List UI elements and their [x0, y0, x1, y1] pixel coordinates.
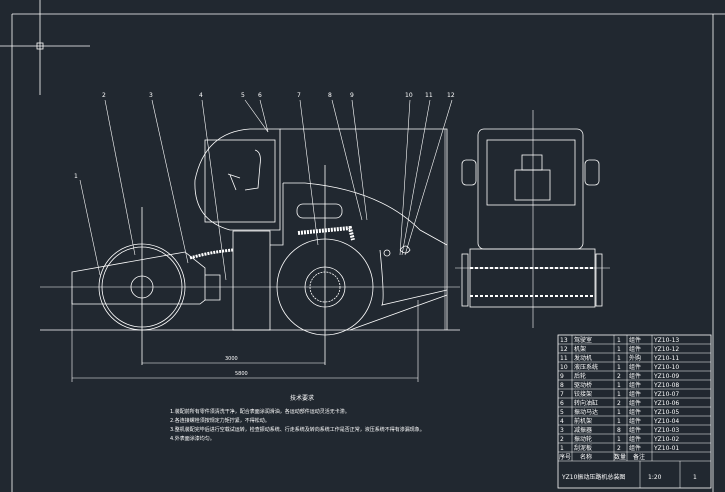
table-cell: 组件: [629, 417, 641, 425]
table-cell: 1: [617, 409, 621, 416]
drawing-frame: [11, 13, 725, 492]
table-cell: 组件: [629, 381, 641, 389]
table-cell: 1: [617, 337, 621, 344]
part-label: 7: [297, 92, 301, 99]
table-cell: 10: [560, 364, 568, 371]
table-cell: 后轮: [574, 372, 586, 380]
table-cell: 组件: [629, 345, 641, 353]
table-cell: 机架: [574, 345, 586, 353]
part-label: 9: [350, 92, 354, 99]
table-cell: 外购: [629, 354, 641, 362]
table-cell: 6: [560, 400, 564, 407]
table-cell: 12: [560, 346, 568, 353]
table-cell: 1: [617, 364, 621, 371]
table-cell: 2: [617, 373, 621, 380]
wheelbase-dimension: 3000: [225, 356, 238, 362]
overall-length-dimension: 5800: [235, 371, 248, 377]
table-cell: YZ10-08: [653, 382, 679, 389]
table-cell: 刮泥板: [574, 444, 592, 452]
table-cell: 8: [560, 382, 564, 389]
table-cell: 11: [560, 355, 568, 362]
title-block-frame: [557, 334, 712, 489]
table-cell: 振动马达: [574, 408, 598, 416]
table-header: 名称: [580, 453, 592, 461]
table-cell: 组件: [629, 426, 641, 434]
part-label: 8: [328, 92, 332, 99]
table-cell: 1: [617, 436, 621, 443]
table-cell: 转向油缸: [574, 399, 598, 407]
table-cell: YZ10-10: [653, 364, 679, 371]
part-label: 1: [74, 173, 78, 180]
table-cell: 2: [617, 400, 621, 407]
table-cell: 组件: [629, 399, 641, 407]
sheet-value: 1: [693, 474, 697, 481]
table-cell: 2: [560, 436, 564, 443]
table-header: 数量: [614, 453, 626, 461]
table-cell: 5: [560, 409, 564, 416]
part-label: 3: [149, 92, 153, 99]
table-cell: 4: [560, 418, 564, 425]
table-header: 备注: [633, 453, 645, 461]
table-cell: YZ10-04: [653, 418, 679, 425]
table-cell: 组件: [629, 435, 641, 443]
part-label: 10: [405, 92, 413, 99]
table-cell: 组件: [629, 336, 641, 344]
table-cell: 1: [617, 355, 621, 362]
dimension-lines: [71, 129, 446, 382]
table-cell: YZ10-01: [653, 445, 679, 452]
table-cell: 2: [617, 445, 621, 452]
table-cell: YZ10-12: [653, 346, 679, 353]
table-cell: 3: [560, 427, 564, 434]
table-cell: 组件: [629, 444, 641, 452]
table-cell: 发动机: [574, 354, 592, 362]
part-label: 6: [258, 92, 262, 99]
table-cell: 液压系统: [574, 363, 598, 371]
table-cell: 组件: [629, 408, 641, 416]
part-callouts: [79, 99, 453, 281]
table-cell: YZ10-02: [653, 436, 679, 443]
table-cell: YZ10-06: [653, 400, 679, 407]
table-header: 序号: [559, 453, 571, 461]
part-label: 2: [102, 92, 106, 99]
table-cell: YZ10-05: [653, 409, 679, 416]
table-cell: 1: [617, 382, 621, 389]
table-cell: 7: [560, 391, 564, 398]
part-label: 11: [425, 92, 433, 99]
table-cell: YZ10-07: [653, 391, 679, 398]
note-line: 1.装配前所有零件须清洗干净，配合表面涂润滑油，各运动部件运动灵活无卡滞。: [170, 408, 350, 415]
note-line: 3.整机装配完毕后进行空载试运转，检查振动系统、行走系统及转向系统工作是否正常，…: [170, 426, 425, 433]
table-cell: 驾驶室: [574, 336, 592, 344]
drawing-title: YZ10振动压路机总装图: [561, 473, 625, 481]
table-cell: 8: [617, 427, 621, 434]
table-cell: YZ10-09: [653, 373, 679, 380]
table-cell: 1: [617, 346, 621, 353]
table-cell: 1: [617, 418, 621, 425]
table-cell: 驱动桥: [574, 381, 592, 389]
table-cell: 铰接架: [574, 390, 592, 398]
table-cell: 9: [560, 373, 564, 380]
table-cell: YZ10-13: [653, 337, 679, 344]
scale-value: 1:20: [648, 474, 662, 481]
note-line: 4.外表面涂漆均匀。: [170, 435, 215, 442]
part-label: 4: [199, 92, 203, 99]
table-cell: 振动轮: [574, 435, 592, 443]
part-label: 12: [447, 92, 455, 99]
front-view: [455, 110, 610, 328]
table-cell: YZ10-03: [653, 427, 679, 434]
side-view: [40, 128, 460, 365]
notes-heading: 技术要求: [290, 394, 314, 402]
table-cell: 组件: [629, 390, 641, 398]
note-line: 2.各连接螺栓须按规定力矩拧紧，不得松动。: [170, 417, 270, 424]
table-cell: 组件: [629, 372, 641, 380]
table-cell: YZ10-11: [653, 355, 679, 362]
table-cell: 1: [560, 445, 564, 452]
table-cell: 组件: [629, 363, 641, 371]
table-cell: 减振器: [574, 426, 592, 434]
cursor-crosshair-icon: [0, 0, 90, 95]
table-cell: 13: [560, 337, 568, 344]
table-cell: 1: [617, 391, 621, 398]
part-label: 5: [241, 92, 245, 99]
table-cell: 前机架: [574, 417, 592, 425]
